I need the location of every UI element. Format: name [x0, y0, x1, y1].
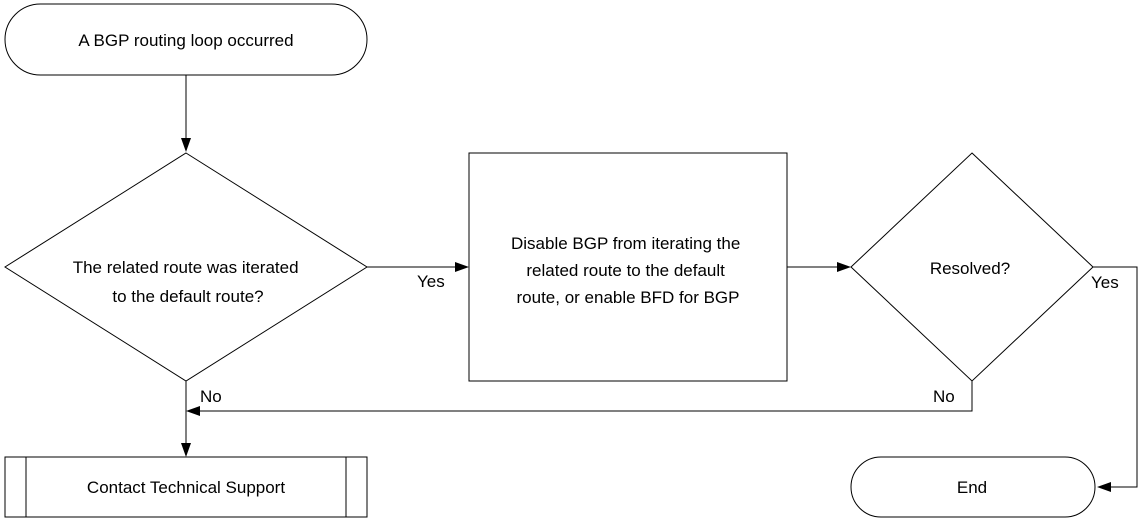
resolved-label: Resolved? — [930, 259, 1010, 278]
arrowhead — [181, 138, 191, 152]
process-line-1: Disable BGP from iterating the — [511, 234, 740, 253]
process-disable-bgp: Disable BGP from iterating the related r… — [468, 152, 788, 382]
edge-label-no-resolved: No — [933, 387, 955, 406]
arrowhead — [186, 406, 200, 416]
connector-line — [200, 381, 973, 412]
support-rect-shape — [4, 456, 368, 518]
edge-label-yes-route: Yes — [417, 272, 445, 291]
support-node: Contact Technical Support — [4, 456, 368, 518]
arrowhead — [455, 262, 469, 272]
arrowhead — [1097, 482, 1111, 492]
edge-label-yes-resolved: Yes — [1091, 273, 1119, 292]
decision-resolved: Resolved? — [850, 152, 1094, 382]
decision-route-text: The related route was iterated to the de… — [73, 258, 304, 306]
start-label: A BGP routing loop occurred — [78, 31, 293, 50]
connector-resolved-no-to-support: No — [186, 381, 973, 416]
arrowhead — [837, 262, 851, 272]
start-node: A BGP routing loop occurred — [4, 3, 368, 76]
process-line-2: related route to the default — [526, 261, 725, 280]
edge-label-no-route: No — [200, 387, 222, 406]
decision-route-iterated: The related route was iterated to the de… — [4, 152, 368, 382]
connector-start-to-decision — [181, 75, 191, 152]
connector-resolved-yes-to-end: Yes — [1091, 266, 1138, 492]
end-label: End — [957, 478, 987, 497]
support-label: Contact Technical Support — [87, 478, 285, 497]
connector-line — [1093, 266, 1138, 488]
connector-yes-to-process: Yes — [367, 262, 469, 291]
decision-route-line-1: The related route was iterated — [73, 258, 299, 277]
process-rect-shape — [468, 152, 788, 382]
connector-process-to-resolved — [787, 262, 851, 272]
process-line-3: route, or enable BFD for BGP — [517, 288, 740, 307]
end-terminator-shape — [850, 456, 1096, 518]
end-node: End — [850, 456, 1096, 518]
decision-route-line-2: to the default route? — [112, 287, 263, 306]
arrowhead — [181, 443, 191, 457]
connector-no-to-support: No — [181, 381, 222, 457]
process-text: Disable BGP from iterating the related r… — [511, 234, 745, 307]
